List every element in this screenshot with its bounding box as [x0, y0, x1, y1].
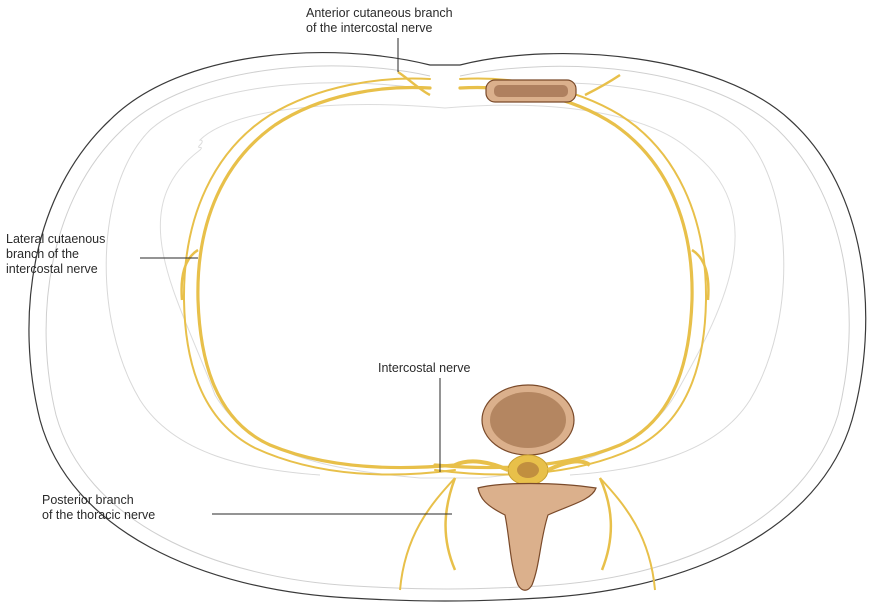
label-posterior-line2: of the thoracic nerve [42, 508, 155, 523]
label-intercostal-line1: Intercostal nerve [378, 361, 470, 376]
label-anterior-line2: of the intercostal nerve [306, 21, 453, 36]
label-lateral-line2: branch of the [6, 247, 105, 262]
sternum [486, 80, 576, 102]
label-posterior-line1: Posterior branch [42, 493, 155, 508]
spinal-cord [508, 455, 548, 485]
label-lateral-cutaneous-branch: Lateral cutaenous branch of the intercos… [6, 232, 105, 277]
label-anterior-line1: Anterior cutaneous branch [306, 6, 453, 21]
label-lateral-line1: Lateral cutaenous [6, 232, 105, 247]
label-lateral-line3: intercostal nerve [6, 262, 105, 277]
vertebral-body [482, 385, 574, 455]
label-intercostal-nerve: Intercostal nerve [378, 361, 470, 376]
label-posterior-branch: Posterior branch of the thoracic nerve [42, 493, 155, 523]
label-anterior-cutaneous-branch: Anterior cutaneous branch of the interco… [306, 6, 453, 36]
